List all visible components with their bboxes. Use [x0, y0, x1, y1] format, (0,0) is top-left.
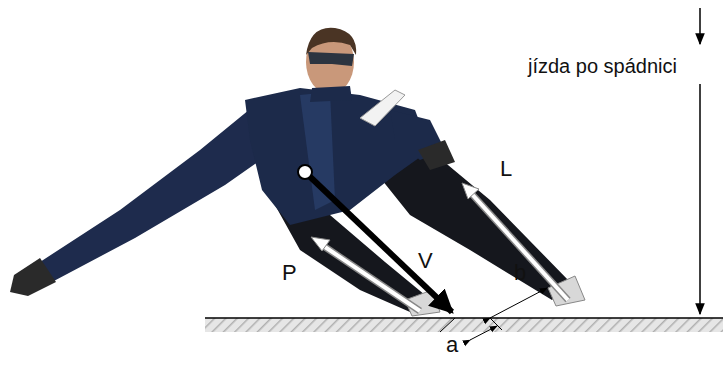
- force-p-arrow: [322, 245, 420, 311]
- right-glove: [418, 140, 455, 170]
- dimension-a: [470, 326, 497, 340]
- direction-arrow: [699, 8, 701, 44]
- dimension-label: a: [446, 334, 458, 356]
- force-l-arrow: [470, 192, 568, 300]
- direction-label: jízda po spádnici: [528, 56, 677, 76]
- direction-arrow: [699, 84, 701, 314]
- centre-of-mass: [298, 165, 312, 179]
- ski-pole-grip: [360, 90, 405, 126]
- force-label: L: [500, 158, 512, 180]
- force-label: P: [282, 262, 297, 284]
- ground-hatch: [205, 318, 723, 332]
- dimension-label: b: [514, 262, 526, 284]
- hair: [306, 28, 356, 55]
- left-glove: [10, 258, 56, 296]
- force-label: V: [418, 250, 433, 272]
- ground-line: [205, 317, 723, 319]
- sunglasses: [308, 52, 354, 66]
- right-leg: [370, 150, 570, 300]
- dimension-b: [490, 288, 547, 318]
- dimension-extension: [440, 318, 455, 332]
- force-v-arrow: [305, 172, 452, 312]
- left-arm: [40, 105, 275, 282]
- collar: [310, 86, 352, 102]
